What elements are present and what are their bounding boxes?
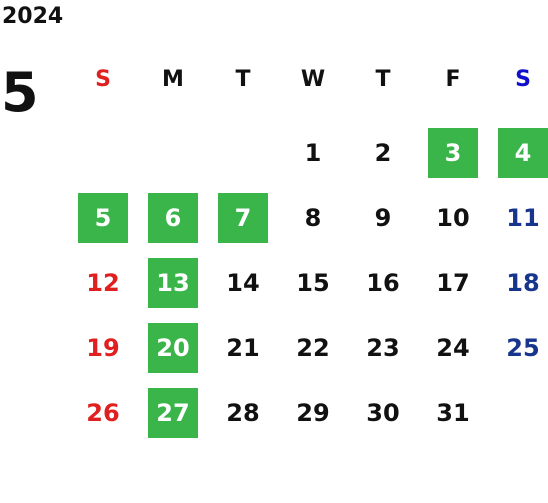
calendar-day[interactable]: 17 bbox=[418, 250, 488, 315]
calendar-day[interactable]: 13 bbox=[138, 250, 208, 315]
calendar-day-label: 13 bbox=[148, 257, 198, 308]
weekday-wednesday: W bbox=[300, 67, 326, 92]
calendar-day[interactable]: 12 bbox=[68, 250, 138, 315]
calendar-day[interactable]: 3 bbox=[418, 120, 488, 185]
calendar-day[interactable]: 29 bbox=[278, 380, 348, 445]
calendar-day[interactable]: 10 bbox=[418, 185, 488, 250]
calendar-day-label: 29 bbox=[296, 398, 330, 427]
weekday-saturday: S bbox=[515, 67, 531, 92]
calendar-day-label: 1 bbox=[304, 138, 322, 167]
calendar-day-label: 19 bbox=[86, 333, 120, 362]
calendar-day-label: 20 bbox=[148, 322, 198, 373]
weekday-tuesday: T bbox=[235, 67, 251, 92]
calendar-day[interactable]: 16 bbox=[348, 250, 418, 315]
calendar-day-label: 11 bbox=[506, 203, 540, 232]
calendar-day[interactable]: 4 bbox=[488, 120, 548, 185]
calendar-day-label: 27 bbox=[148, 387, 198, 438]
calendar-day[interactable]: 20 bbox=[138, 315, 208, 380]
weekday-thursday: T bbox=[375, 67, 391, 92]
calendar-day[interactable]: 24 bbox=[418, 315, 488, 380]
calendar-day-label: 7 bbox=[218, 192, 268, 243]
calendar-day-label: 14 bbox=[226, 268, 260, 297]
calendar-day[interactable]: 11 bbox=[488, 185, 548, 250]
calendar-day-label: 25 bbox=[506, 333, 540, 362]
weekday-header-row: S M T W T F S bbox=[68, 58, 548, 102]
calendar-day[interactable]: 23 bbox=[348, 315, 418, 380]
calendar-month: 5 bbox=[1, 61, 39, 124]
calendar-day-label: 6 bbox=[148, 192, 198, 243]
calendar-day[interactable]: 7 bbox=[208, 185, 278, 250]
calendar-day[interactable]: 28 bbox=[208, 380, 278, 445]
calendar-year: 2024 bbox=[2, 4, 64, 29]
calendar-day[interactable]: 9 bbox=[348, 185, 418, 250]
calendar-day-label: 9 bbox=[374, 203, 392, 232]
weekday-monday: M bbox=[162, 67, 184, 92]
weekday-sunday: S bbox=[95, 67, 111, 92]
calendar-day-label: 18 bbox=[506, 268, 540, 297]
calendar-day-label: 30 bbox=[366, 398, 400, 427]
calendar-day-label: 31 bbox=[436, 398, 470, 427]
weekday-friday: F bbox=[445, 67, 461, 92]
calendar-day[interactable]: 6 bbox=[138, 185, 208, 250]
calendar-day[interactable]: 18 bbox=[488, 250, 548, 315]
calendar-day-label: 4 bbox=[498, 127, 548, 178]
calendar-day[interactable]: 31 bbox=[418, 380, 488, 445]
calendar-day-label: 21 bbox=[226, 333, 260, 362]
calendar-day[interactable]: 25 bbox=[488, 315, 548, 380]
calendar-day-label: 5 bbox=[78, 192, 128, 243]
calendar-day-label: 8 bbox=[304, 203, 322, 232]
calendar-day-label: 2 bbox=[374, 138, 392, 167]
calendar-day-label: 15 bbox=[296, 268, 330, 297]
calendar-day[interactable]: 21 bbox=[208, 315, 278, 380]
calendar-day[interactable]: 30 bbox=[348, 380, 418, 445]
calendar-day-label: 24 bbox=[436, 333, 470, 362]
calendar-day-label: 10 bbox=[436, 203, 470, 232]
calendar-day-label: 17 bbox=[436, 268, 470, 297]
calendar-day[interactable]: 1 bbox=[278, 120, 348, 185]
calendar-day-label: 23 bbox=[366, 333, 400, 362]
calendar-day[interactable]: 2 bbox=[348, 120, 418, 185]
calendar-day-label: 3 bbox=[428, 127, 478, 178]
calendar-day[interactable]: 15 bbox=[278, 250, 348, 315]
calendar-day-label: 26 bbox=[86, 398, 120, 427]
calendar-day-label: 22 bbox=[296, 333, 330, 362]
calendar-day[interactable]: 14 bbox=[208, 250, 278, 315]
calendar-day[interactable]: 27 bbox=[138, 380, 208, 445]
calendar-day[interactable]: 26 bbox=[68, 380, 138, 445]
calendar-day-label: 12 bbox=[86, 268, 120, 297]
calendar-day[interactable]: 19 bbox=[68, 315, 138, 380]
calendar-day[interactable]: 5 bbox=[68, 185, 138, 250]
calendar-day-label: 28 bbox=[226, 398, 260, 427]
calendar-day[interactable]: 8 bbox=[278, 185, 348, 250]
calendar-day-label: 16 bbox=[366, 268, 400, 297]
calendar-day[interactable]: 22 bbox=[278, 315, 348, 380]
